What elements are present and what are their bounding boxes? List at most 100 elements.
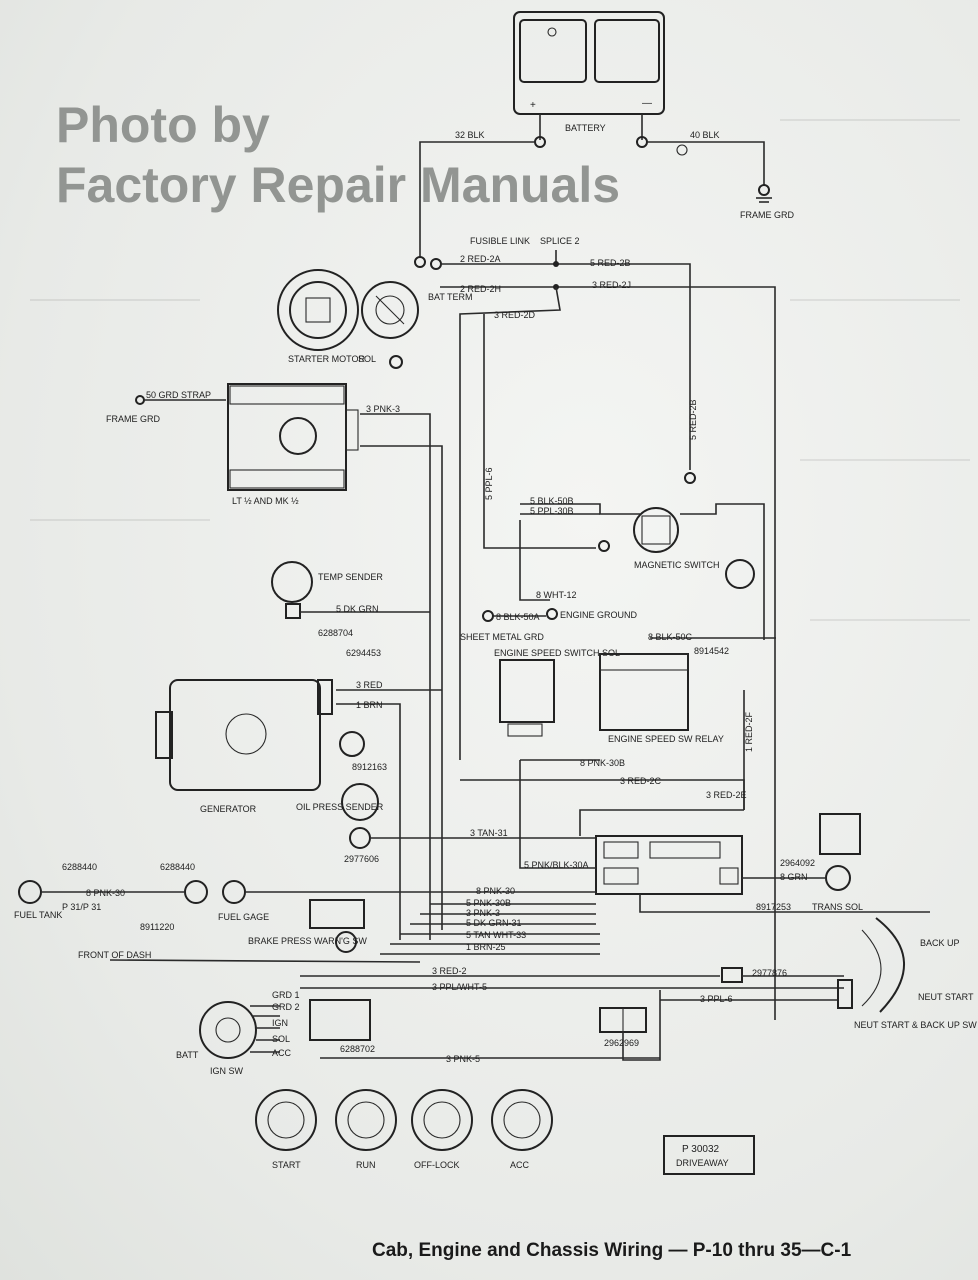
pnk30-left-label: 8 PNK-30: [86, 888, 125, 898]
harness-bundle: 5 PNK-30B 3 PNK-3 5 DK GRN-31 5 TAN WHT-…: [380, 898, 600, 955]
tan33-label: 5 TAN WHT-33: [466, 930, 526, 940]
grd1-label: GRD 1: [272, 990, 300, 1000]
magnetic-switch: 5 BLK-50B 5 PPL-30B MAGNETIC SWITCH: [520, 496, 765, 640]
neut-start-right-label: NEUT START: [918, 992, 974, 1002]
engine-ground-group: ENGINE GROUND SHEET METAL GRD 8 WHT-12 8…: [460, 520, 638, 642]
engine-speed-relay-label: ENGINE SPEED SW RELAY: [608, 734, 724, 744]
blk50b-label: 5 BLK-50B: [530, 496, 574, 506]
p8912163-label: 8912163: [352, 762, 387, 772]
lt-mk-label: LT ½ AND MK ½: [232, 496, 299, 506]
p6288440b-label: 6288440: [160, 862, 195, 872]
fusible-link-label: FUSIBLE LINK: [470, 236, 530, 246]
generator-label: GENERATOR: [200, 804, 257, 814]
stamp-model: DRIVEAWAY: [676, 1158, 729, 1168]
pplwht5-label: 3 PPL/WHT-5: [432, 982, 487, 992]
red2a-label: 2 RED-2A: [460, 254, 501, 264]
ignition-switch: GRD 1 GRD 2 IGN SOL ACC BATT IGN SW 3 PN…: [176, 990, 660, 1076]
front-of-dash-label: FRONT OF DASH: [78, 950, 151, 960]
grd-strap-label: 50 GRD STRAP: [146, 390, 211, 400]
wire-40blk-label: 40 BLK: [690, 130, 720, 140]
brake-press-switch: BRAKE PRESS WARN'G SW: [248, 899, 367, 953]
p8917253-label: 8917253: [756, 902, 791, 912]
battery-cables: 32 BLK 40 BLK FRAME GRD: [419, 114, 795, 258]
bat-term-label: BAT TERM: [428, 292, 473, 302]
wire-32blk-label: 32 BLK: [455, 130, 485, 140]
front-of-dash: FRONT OF DASH: [78, 950, 421, 963]
frame-grd-label: FRAME GRD: [740, 210, 795, 220]
battery-label: BATTERY: [565, 123, 606, 133]
p6288704-label: 6288704: [318, 628, 353, 638]
red2b-label: 5 RED-2B: [590, 258, 631, 268]
fuel-circ-label: P 31/P 31: [62, 902, 101, 912]
oil-press-sender: OIL PRESS SENDER 3 TAN-31 2977606: [296, 783, 596, 864]
p6294453-label: 6294453: [346, 648, 381, 658]
switch-diagram-off-lock: OFF-LOCK: [411, 1089, 473, 1170]
neutral-start-switch: BACK UP NEUT START NEUT START & BACK UP …: [854, 917, 977, 1030]
bulkhead-connector: 5 PNK/BLK-30A 8917253: [519, 760, 791, 912]
dkgrn31-label: 5 DK GRN-31: [466, 918, 522, 928]
brn25-label: 1 BRN-25: [466, 942, 506, 952]
tan31-label: 3 TAN-31: [470, 828, 508, 838]
connector-2962969: 2962969: [599, 990, 661, 1061]
fuel-gauges: 8 PNK-30 P 31/P 31 8 PNK-30 6288440 6288…: [14, 862, 596, 932]
ppl6-label: 5 PPL-6: [484, 467, 494, 500]
brn-label: 1 BRN: [356, 700, 383, 710]
oil-press-sender-label: OIL PRESS SENDER: [296, 802, 384, 812]
battery: + — BATTERY: [513, 11, 665, 133]
grd-strap: 50 GRD STRAP FRAME GRD: [106, 390, 226, 424]
background-bleed: [30, 119, 970, 621]
trans-sol: 8 GRN 2964092 TRANS SOL: [639, 813, 930, 913]
engine-speed-sol-label: ENGINE SPEED SWITCH SOL: [494, 648, 620, 658]
pnk30b2-label: 5 PNK-30B: [466, 898, 511, 908]
switch-pos-off-lock: OFF-LOCK: [414, 1160, 460, 1170]
starter-motor: STARTER MOTOR SOL BAT TERM: [277, 256, 473, 369]
sol-label: SOL: [358, 354, 376, 364]
pnk30b-label: 8 PNK-30B: [580, 758, 625, 768]
blk50a-label: 8 BLK-50A: [496, 612, 540, 622]
red-circuits: 3 RED-2C 3 RED-2E 1 RED-2F: [460, 690, 754, 836]
red2c-label: 3 RED-2C: [620, 776, 662, 786]
switch-diagram-acc: ACC: [491, 1089, 553, 1170]
watermark-line1: Photo by: [56, 97, 270, 153]
p2964092-label: 2964092: [780, 858, 815, 868]
stamp-number: P 30032: [682, 1144, 720, 1155]
ppl-blk-label: 5 PNK/BLK-30A: [524, 860, 589, 870]
p2977876-label: 2977876: [752, 968, 787, 978]
fuel-tank-label: FUEL TANK: [14, 910, 62, 920]
ign-sw-label: IGN SW: [210, 1066, 244, 1076]
p6288440a-label: 6288440: [62, 862, 97, 872]
brake-press-label: BRAKE PRESS WARN'G SW: [248, 936, 367, 946]
dkgrn-label: 5 DK GRN: [336, 604, 379, 614]
p8911220-label: 8911220: [140, 922, 174, 932]
temp-sender: TEMP SENDER 5 DK GRN 6288704: [271, 561, 430, 638]
pnk-3-label: 3 PNK-3: [466, 908, 500, 918]
sheet-metal-grd-label: SHEET METAL GRD: [460, 632, 544, 642]
ign-label: IGN: [272, 1018, 288, 1028]
batt-label: BATT: [176, 1050, 199, 1060]
red2h-label: 2 RED-2H: [460, 284, 501, 294]
page-caption: Cab, Engine and Chassis Wiring — P-10 th…: [372, 1240, 852, 1261]
ppl6b-label: 3 PPL-6: [700, 994, 733, 1004]
pnk3-label: 3 PNK-3: [366, 404, 400, 414]
red2j-label: 3 RED-2J: [592, 280, 631, 290]
pnk30-mid-label: 8 PNK-30: [476, 886, 515, 896]
p6288702-label: 6288702: [340, 1044, 375, 1054]
blk50c-label: 8 BLK-50C: [648, 632, 693, 642]
starter-motor-label: STARTER MOTOR: [288, 354, 366, 364]
engine-speed-relay: 8 BLK-50C ENGINE SPEED SW RELAY 8 PNK-30…: [520, 632, 776, 768]
red2d-label: 3 RED-2D: [494, 310, 536, 320]
switch-pos-run: RUN: [356, 1160, 376, 1170]
splice2-label: SPLICE 2: [540, 236, 580, 246]
frame-grd-left-label: FRAME GRD: [106, 414, 161, 424]
battery-minus-label: —: [642, 98, 652, 109]
wht12-label: 8 WHT-12: [536, 590, 577, 600]
red2e-label: 3 RED-2E: [706, 790, 747, 800]
grd2-label: GRD 2: [272, 1002, 300, 1012]
red2f-label: 1 RED-2F: [744, 711, 754, 752]
trans-sol-label: TRANS SOL: [812, 902, 863, 912]
p2977606-label: 2977606: [344, 854, 379, 864]
lower-circuits: 3 RED-2 3 PPL/WHT-5 3 PPL-6 2977876: [300, 966, 853, 1009]
sol-ign-label: SOL: [272, 1034, 290, 1044]
engine-ground-label: ENGINE GROUND: [560, 610, 638, 620]
